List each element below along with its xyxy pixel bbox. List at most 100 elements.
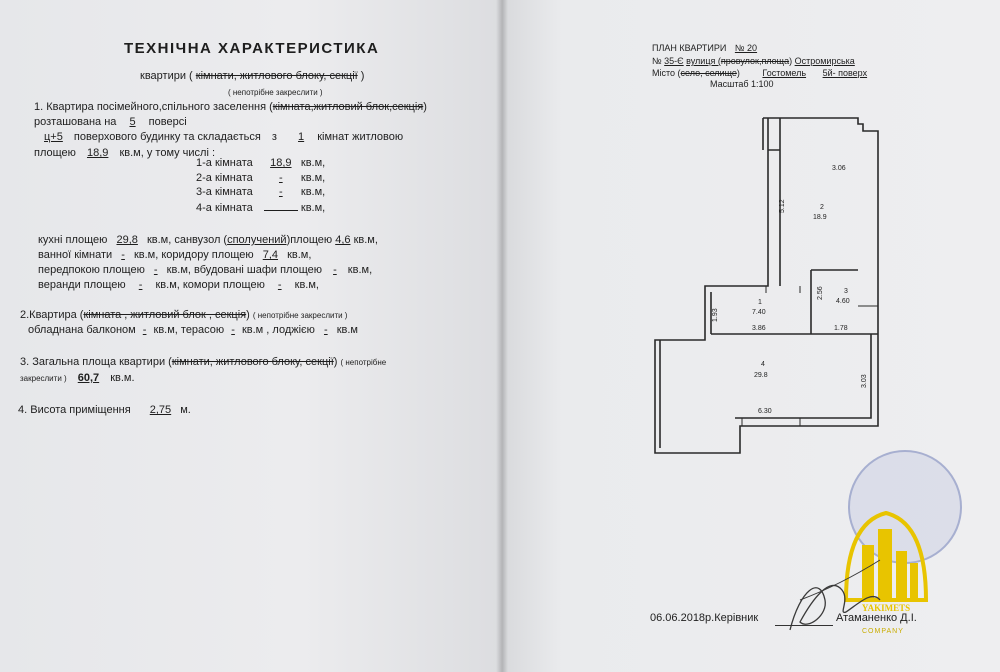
storage-label: кв.м, комори площею: [155, 279, 265, 291]
inner-walls: [659, 118, 878, 448]
kitchen-label: кухні площею: [38, 234, 108, 246]
building-label: поверхового будинку та складається: [73, 131, 261, 143]
rooms-label: кімнат житловою: [317, 131, 404, 143]
town-struck: село, селище: [680, 68, 737, 78]
bath-room-label: ванної кімнати: [38, 249, 113, 261]
floor-value: 5: [129, 116, 136, 128]
room-unit: кв.м,: [300, 186, 326, 198]
room-unit: кв.м,: [300, 157, 326, 169]
subtitle-text: квартири (: [140, 70, 193, 82]
room-label: 1-а кімната: [196, 157, 253, 169]
bathroom-area-label: )площею: [286, 234, 333, 246]
doc-title: ТЕХНІЧНА ХАРАКТЕРИСТИКА: [124, 40, 380, 57]
living-area-value: 18,9: [86, 147, 109, 159]
unit: кв.м,: [294, 279, 319, 291]
balcony-label: обладнана балконом: [28, 324, 136, 336]
plan-header-2: № 35-Є вулиця (провулок,площа) Остромирс…: [652, 55, 855, 68]
p1-line1: 1. Квартира посімейного,спільного заселе…: [34, 101, 427, 114]
town-name: Гостомель: [762, 68, 807, 78]
subtitle-close: ): [360, 70, 365, 82]
p3-line2: закреслити ) 60,7 кв.м.: [20, 372, 135, 385]
wardrobe-label: кв.м, вбудовані шафи площею: [166, 264, 322, 276]
height-value: 2,75: [149, 404, 172, 416]
footer-name: Атаманенко Д.І.: [836, 612, 917, 624]
p2-text: 2.Квартира (: [20, 309, 84, 321]
room-number: 2: [820, 204, 824, 211]
height-label: 4. Висота приміщення: [18, 404, 131, 416]
floor-label: поверсі: [148, 116, 187, 128]
p3-text: 3. Загальна площа квартири (: [20, 356, 172, 368]
p1-line4: площею 18,9 кв.м, у тому числі :: [34, 147, 215, 160]
dimension-label: 3.03: [861, 374, 868, 388]
bathroom-type: сполучений: [227, 234, 287, 246]
dimension-label: 1.78: [834, 325, 848, 332]
living-area-label: площею: [34, 147, 76, 159]
signature-line: [775, 625, 833, 626]
company-logo: YAKIMETS: [843, 510, 929, 613]
apartment-number: № 20: [734, 43, 758, 53]
room-row-2: 2-а кімната - кв.м,: [196, 172, 325, 185]
floors-total-value: ц+5: [44, 131, 63, 143]
town-label: Місто (: [652, 68, 681, 78]
footer-date: 06.06.2018р.Керівник: [650, 612, 759, 624]
room-number: 4: [761, 361, 765, 368]
dimension-label: 1.93: [712, 308, 719, 322]
hallway-value: -: [153, 264, 158, 276]
p1-text: 1. Квартира посімейного,спільного заселе…: [34, 101, 273, 113]
total-area-value: 60,7: [77, 372, 100, 384]
room-unit: кв.м,: [300, 202, 326, 214]
room-area: 4.60: [836, 298, 850, 305]
room-area: 29.8: [754, 372, 768, 379]
rooms-line-2: ванної кімнати - кв.м, коридору площею 7…: [38, 249, 311, 262]
dimension-label: 3.06: [832, 165, 846, 172]
room-label: 4-а кімната: [196, 202, 253, 214]
plan-header-1: ПЛАН КВАРТИРИ № 20: [652, 42, 757, 55]
p1-line3: ц+5 поверхового будинку та складається з…: [40, 131, 403, 144]
street-name: Остромирська: [794, 56, 855, 66]
room-unit: кв.м,: [300, 172, 326, 184]
p3-close: ): [333, 356, 338, 368]
page-fold: [496, 0, 508, 672]
p1-struck: кімната,житловий блок,секція: [272, 101, 424, 113]
street-label: вулиця (: [686, 56, 721, 66]
balcony-value: -: [142, 324, 147, 336]
p3-note-2: закреслити ): [20, 374, 67, 383]
room-number: 3: [844, 288, 848, 295]
loggia-label: кв.м , лоджією: [241, 324, 315, 336]
terrace-value: -: [231, 324, 235, 336]
rooms-line-4: веранди площею - кв.м, комори площею - к…: [38, 279, 319, 292]
room-value: -: [278, 186, 283, 198]
p1-line2: розташована на 5 поверсі: [34, 116, 187, 129]
room-row-3: 3-а кімната - кв.м,: [196, 186, 325, 199]
p2-note: ( непотрібне закреслити ): [252, 311, 348, 320]
room-value: [263, 200, 298, 211]
room-number: 1: [758, 299, 762, 306]
p3-note: ( непотрібне: [340, 358, 387, 367]
dimension-label: 2.56: [817, 286, 824, 300]
bathroom-value: 4,6: [335, 234, 351, 246]
room-value: -: [278, 172, 283, 184]
dimension-label: 6.30: [758, 408, 772, 415]
outer-wall: [654, 117, 879, 454]
subtitle: квартири ( кімнати, житлового блоку, сек…: [140, 70, 364, 83]
room-area: 18.9: [813, 214, 827, 221]
plan-scale: Масштаб 1:100: [710, 79, 774, 89]
unit: кв.м.: [110, 372, 135, 384]
corridor-value: 7,4: [262, 249, 279, 261]
rooms-count-value: 1: [298, 131, 305, 143]
rooms-line-1: кухні площею 29,8 кв.м, санвузол (сполуч…: [38, 234, 378, 247]
left-page: [0, 0, 502, 672]
room-row-4: 4-а кімната кв.м,: [196, 200, 325, 215]
room-value: 18,9: [270, 157, 292, 169]
floor-info: 5й- поверх: [822, 68, 868, 78]
storage-value: -: [277, 279, 282, 291]
p2-line2: обладнана балконом - кв.м, терасою - кв.…: [28, 324, 358, 337]
loggia-value: -: [323, 324, 328, 336]
p4-line: 4. Висота приміщення 2,75 м.: [18, 404, 191, 417]
unit: кв.м,: [347, 264, 373, 276]
hallway-label: передпокою площею: [38, 264, 145, 276]
unit: кв.м,: [353, 234, 378, 246]
logo-name: YAKIMETS: [862, 603, 910, 613]
street-struck: провулок,площа: [720, 56, 790, 66]
